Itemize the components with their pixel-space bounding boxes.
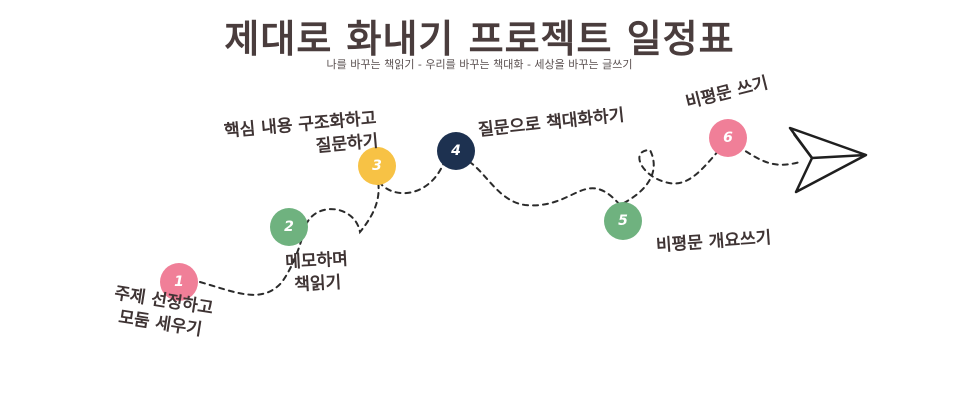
paper-plane-icon: [788, 126, 868, 194]
dashed-route: [199, 138, 801, 296]
step-2-label: 메모하며 책읽기: [284, 249, 349, 296]
step-1-circle: 1: [160, 263, 198, 301]
step-3-circle: 3: [358, 147, 396, 185]
step-6-circle: 6: [709, 119, 747, 157]
step-2-circle: 2: [270, 208, 308, 246]
page-title: 제대로 화내기 프로젝트 일정표: [224, 17, 735, 61]
step-4-circle: 4: [437, 132, 475, 170]
page-subtitle: 나를 바꾸는 책읽기 - 우리를 바꾸는 책대화 - 세상을 바꾸는 글쓰기: [326, 58, 633, 71]
step-5-circle: 5: [604, 202, 642, 240]
